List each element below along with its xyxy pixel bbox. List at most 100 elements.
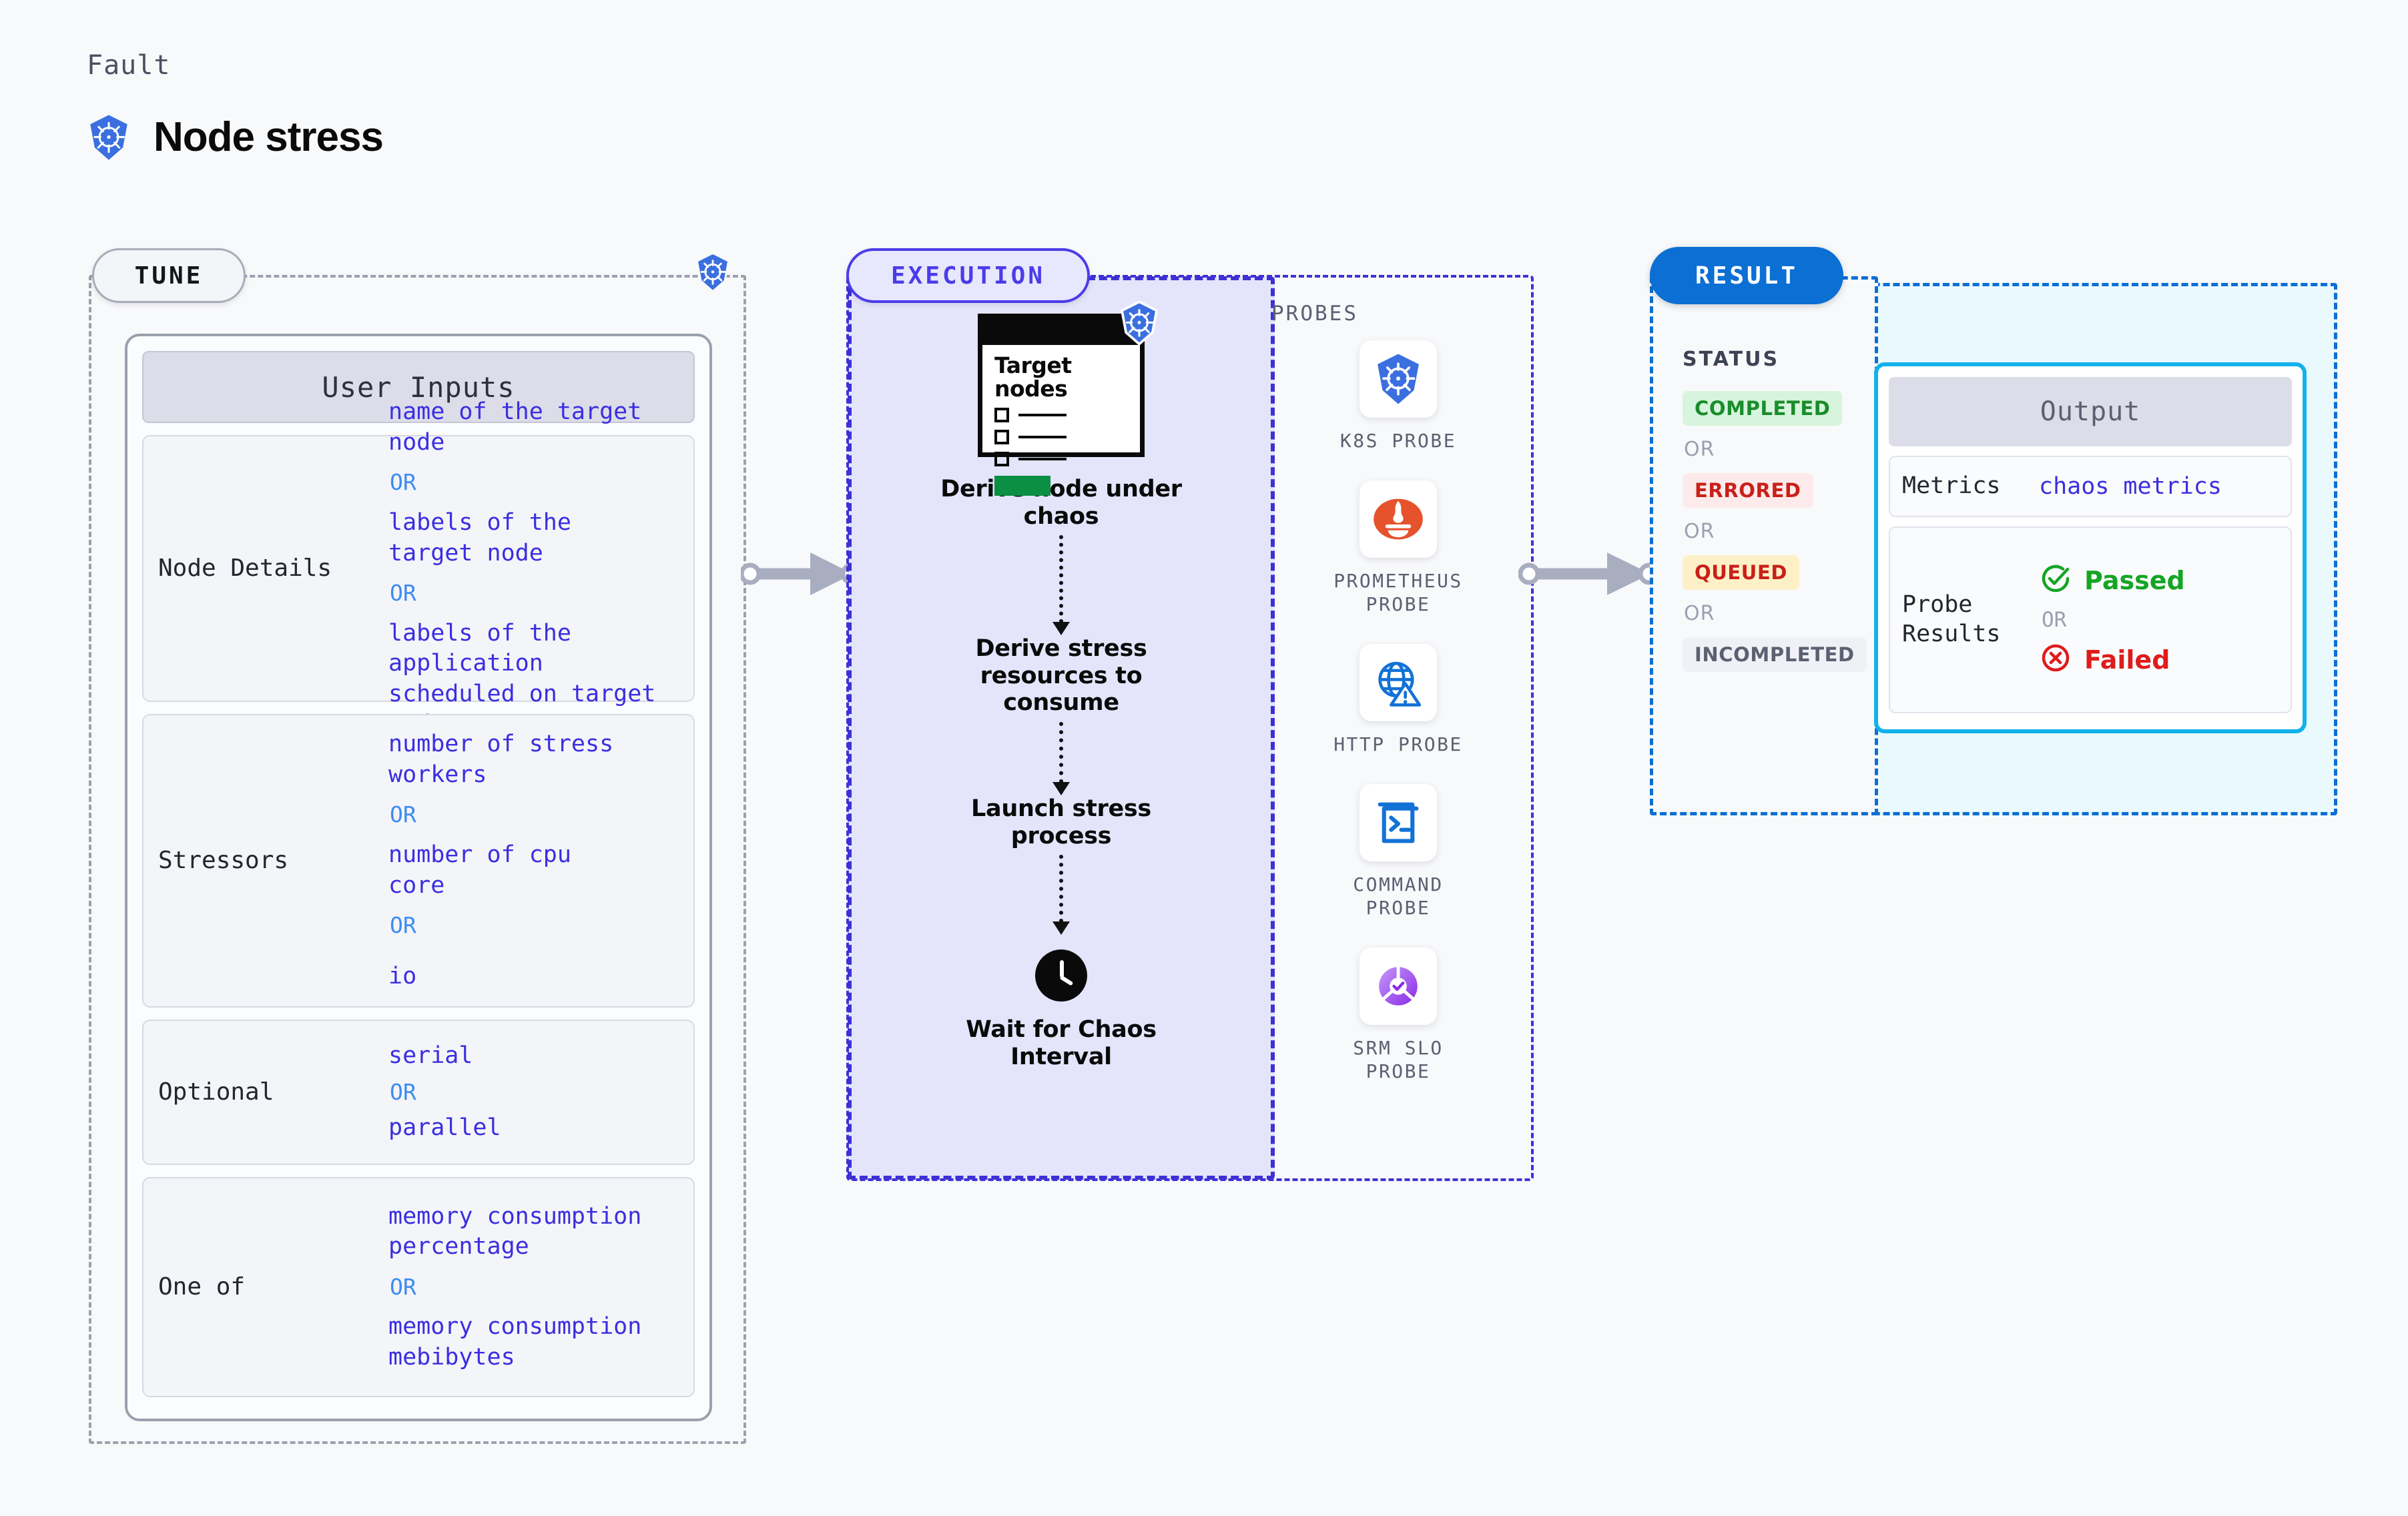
tune-kubernetes-icon	[694, 252, 731, 296]
probe-result-passed: Passed	[2039, 562, 2279, 599]
metrics-value: chaos metrics	[2039, 473, 2222, 500]
input-values: memory consumption percentage OR memory …	[388, 1198, 681, 1377]
or-separator: OR	[1684, 520, 1715, 543]
output-title: Output	[1889, 377, 2292, 446]
fault-title: Node stress	[154, 114, 384, 160]
input-value: labels of the target node	[388, 509, 571, 566]
probe-label: COMMAND PROBE	[1353, 873, 1444, 919]
fault-label: Fault	[87, 50, 171, 81]
checkbox-icon	[994, 430, 1009, 445]
input-value: parallel	[388, 1114, 501, 1142]
probe-item-prometheus[interactable]: PROMETHEUS PROBE	[1333, 480, 1463, 616]
probe-item-command[interactable]: COMMAND PROBE	[1353, 784, 1444, 919]
probes-list: K8S PROBE PROMETHEUS PROBE	[1288, 340, 1508, 1083]
tune-region	[89, 275, 746, 1444]
probe-label: PROMETHEUS PROBE	[1333, 570, 1463, 615]
input-row-optional: Optional serial OR parallel	[142, 1020, 695, 1165]
or-separator: OR	[390, 801, 416, 828]
or-separator: OR	[390, 912, 416, 939]
kubernetes-icon	[87, 114, 131, 161]
input-row-node-details: Node Details name of the target node OR …	[142, 398, 695, 737]
placeholder-line	[1018, 436, 1067, 439]
flow-step-label: Derive stress resources to consume	[975, 635, 1147, 717]
slo-gauge-icon	[1359, 948, 1437, 1025]
execution-region	[846, 275, 1534, 1181]
tune-pill[interactable]: TUNE	[92, 248, 246, 303]
confirm-bar	[994, 476, 1050, 496]
input-row-one-of: One of memory consumption percentage OR …	[142, 1177, 695, 1397]
input-value: number of stress workers	[388, 731, 614, 788]
probe-label: K8S PROBE	[1339, 430, 1457, 452]
input-key: One of	[158, 1272, 246, 1300]
or-separator: OR	[390, 1273, 416, 1300]
output-row-probe-results: Probe Results Passed OR	[1889, 526, 2292, 713]
input-key: Optional	[158, 1078, 274, 1106]
output-card: Output Metrics chaos metrics Probe Resul…	[1874, 362, 2307, 733]
clock-icon	[1035, 950, 1087, 1002]
input-key: Stressors	[158, 846, 289, 874]
execution-flow: Target nodes	[848, 300, 1275, 1070]
checkbox-row	[994, 452, 1140, 467]
kubernetes-icon	[1360, 340, 1437, 418]
output-values: Passed OR Failed	[2039, 562, 2279, 678]
result-status-region	[1650, 276, 1878, 815]
or-separator: OR	[390, 1078, 416, 1105]
passed-label: Passed	[2084, 565, 2185, 595]
probe-item-http[interactable]: HTTP PROBE	[1333, 644, 1463, 756]
checkbox-row	[994, 430, 1140, 445]
status-badge-queued: QUEUED	[1683, 555, 1800, 590]
placeholder-line	[1018, 414, 1067, 417]
or-separator: OR	[1684, 602, 1715, 625]
input-values: name of the target node OR labels of the…	[388, 393, 681, 744]
flow-arrow	[1052, 721, 1070, 795]
status-badge-errored: ERRORED	[1683, 473, 1813, 508]
connector-execution-to-result	[1518, 552, 1661, 595]
or-separator: OR	[390, 469, 416, 496]
input-key: Node Details	[158, 554, 332, 582]
or-separator: OR	[2042, 608, 2067, 632]
or-separator: OR	[1684, 438, 1715, 461]
prometheus-icon	[1359, 480, 1437, 558]
status-badge-completed: COMPLETED	[1683, 391, 1843, 426]
or-separator: OR	[390, 580, 416, 606]
output-key: Metrics	[1902, 472, 2001, 500]
failed-label: Failed	[2084, 645, 2170, 675]
checkbox-icon	[994, 408, 1009, 423]
output-values: chaos metrics	[2039, 473, 2279, 500]
output-key: Probe Results	[1902, 591, 2001, 647]
status-list: COMPLETED OR ERRORED OR QUEUED OR INCOMP…	[1683, 391, 1867, 672]
input-value: memory consumption mebibytes	[388, 1313, 642, 1371]
input-value: memory consumption percentage	[388, 1202, 642, 1260]
input-value: io	[388, 963, 417, 990]
input-row-stressors: Stressors number of stress workers OR nu…	[142, 714, 695, 1008]
checkbox-row	[994, 408, 1140, 423]
target-nodes-title: Target nodes	[994, 352, 1072, 402]
status-title: STATUS	[1683, 348, 1780, 371]
fault-title-row: Node stress	[87, 113, 384, 161]
probe-item-srm-slo[interactable]: SRM SLO PROBE	[1353, 948, 1444, 1083]
input-values: number of stress workers OR number of cp…	[388, 725, 681, 996]
user-inputs-title: User Inputs	[142, 351, 695, 423]
card-body: Target nodes	[982, 345, 1140, 496]
input-values: serial OR parallel	[388, 1037, 681, 1148]
x-circle-icon	[2039, 641, 2072, 678]
probes-title: PROBES	[1271, 302, 1358, 326]
probe-item-k8s[interactable]: K8S PROBE	[1340, 340, 1456, 452]
flow-arrow	[1052, 535, 1070, 636]
flow-step-label: Derive node under chaos	[940, 476, 1182, 530]
kubernetes-icon	[1119, 300, 1160, 348]
placeholder-line	[1018, 458, 1067, 461]
card-titlebar	[982, 318, 1140, 345]
globe-warning-icon	[1359, 644, 1437, 721]
flow-arrow	[1052, 855, 1070, 935]
input-value: number of cpu core	[388, 841, 571, 899]
flow-step-label: Launch stress process	[971, 795, 1151, 849]
result-pill[interactable]: RESULT	[1650, 247, 1843, 304]
check-circle-icon	[2039, 562, 2072, 599]
checkbox-icon	[994, 452, 1009, 467]
execution-pill[interactable]: EXECUTION	[846, 248, 1090, 303]
probe-label: SRM SLO PROBE	[1353, 1037, 1444, 1082]
input-value: name of the target node	[388, 398, 642, 456]
output-row-metrics: Metrics chaos metrics	[1889, 456, 2292, 517]
